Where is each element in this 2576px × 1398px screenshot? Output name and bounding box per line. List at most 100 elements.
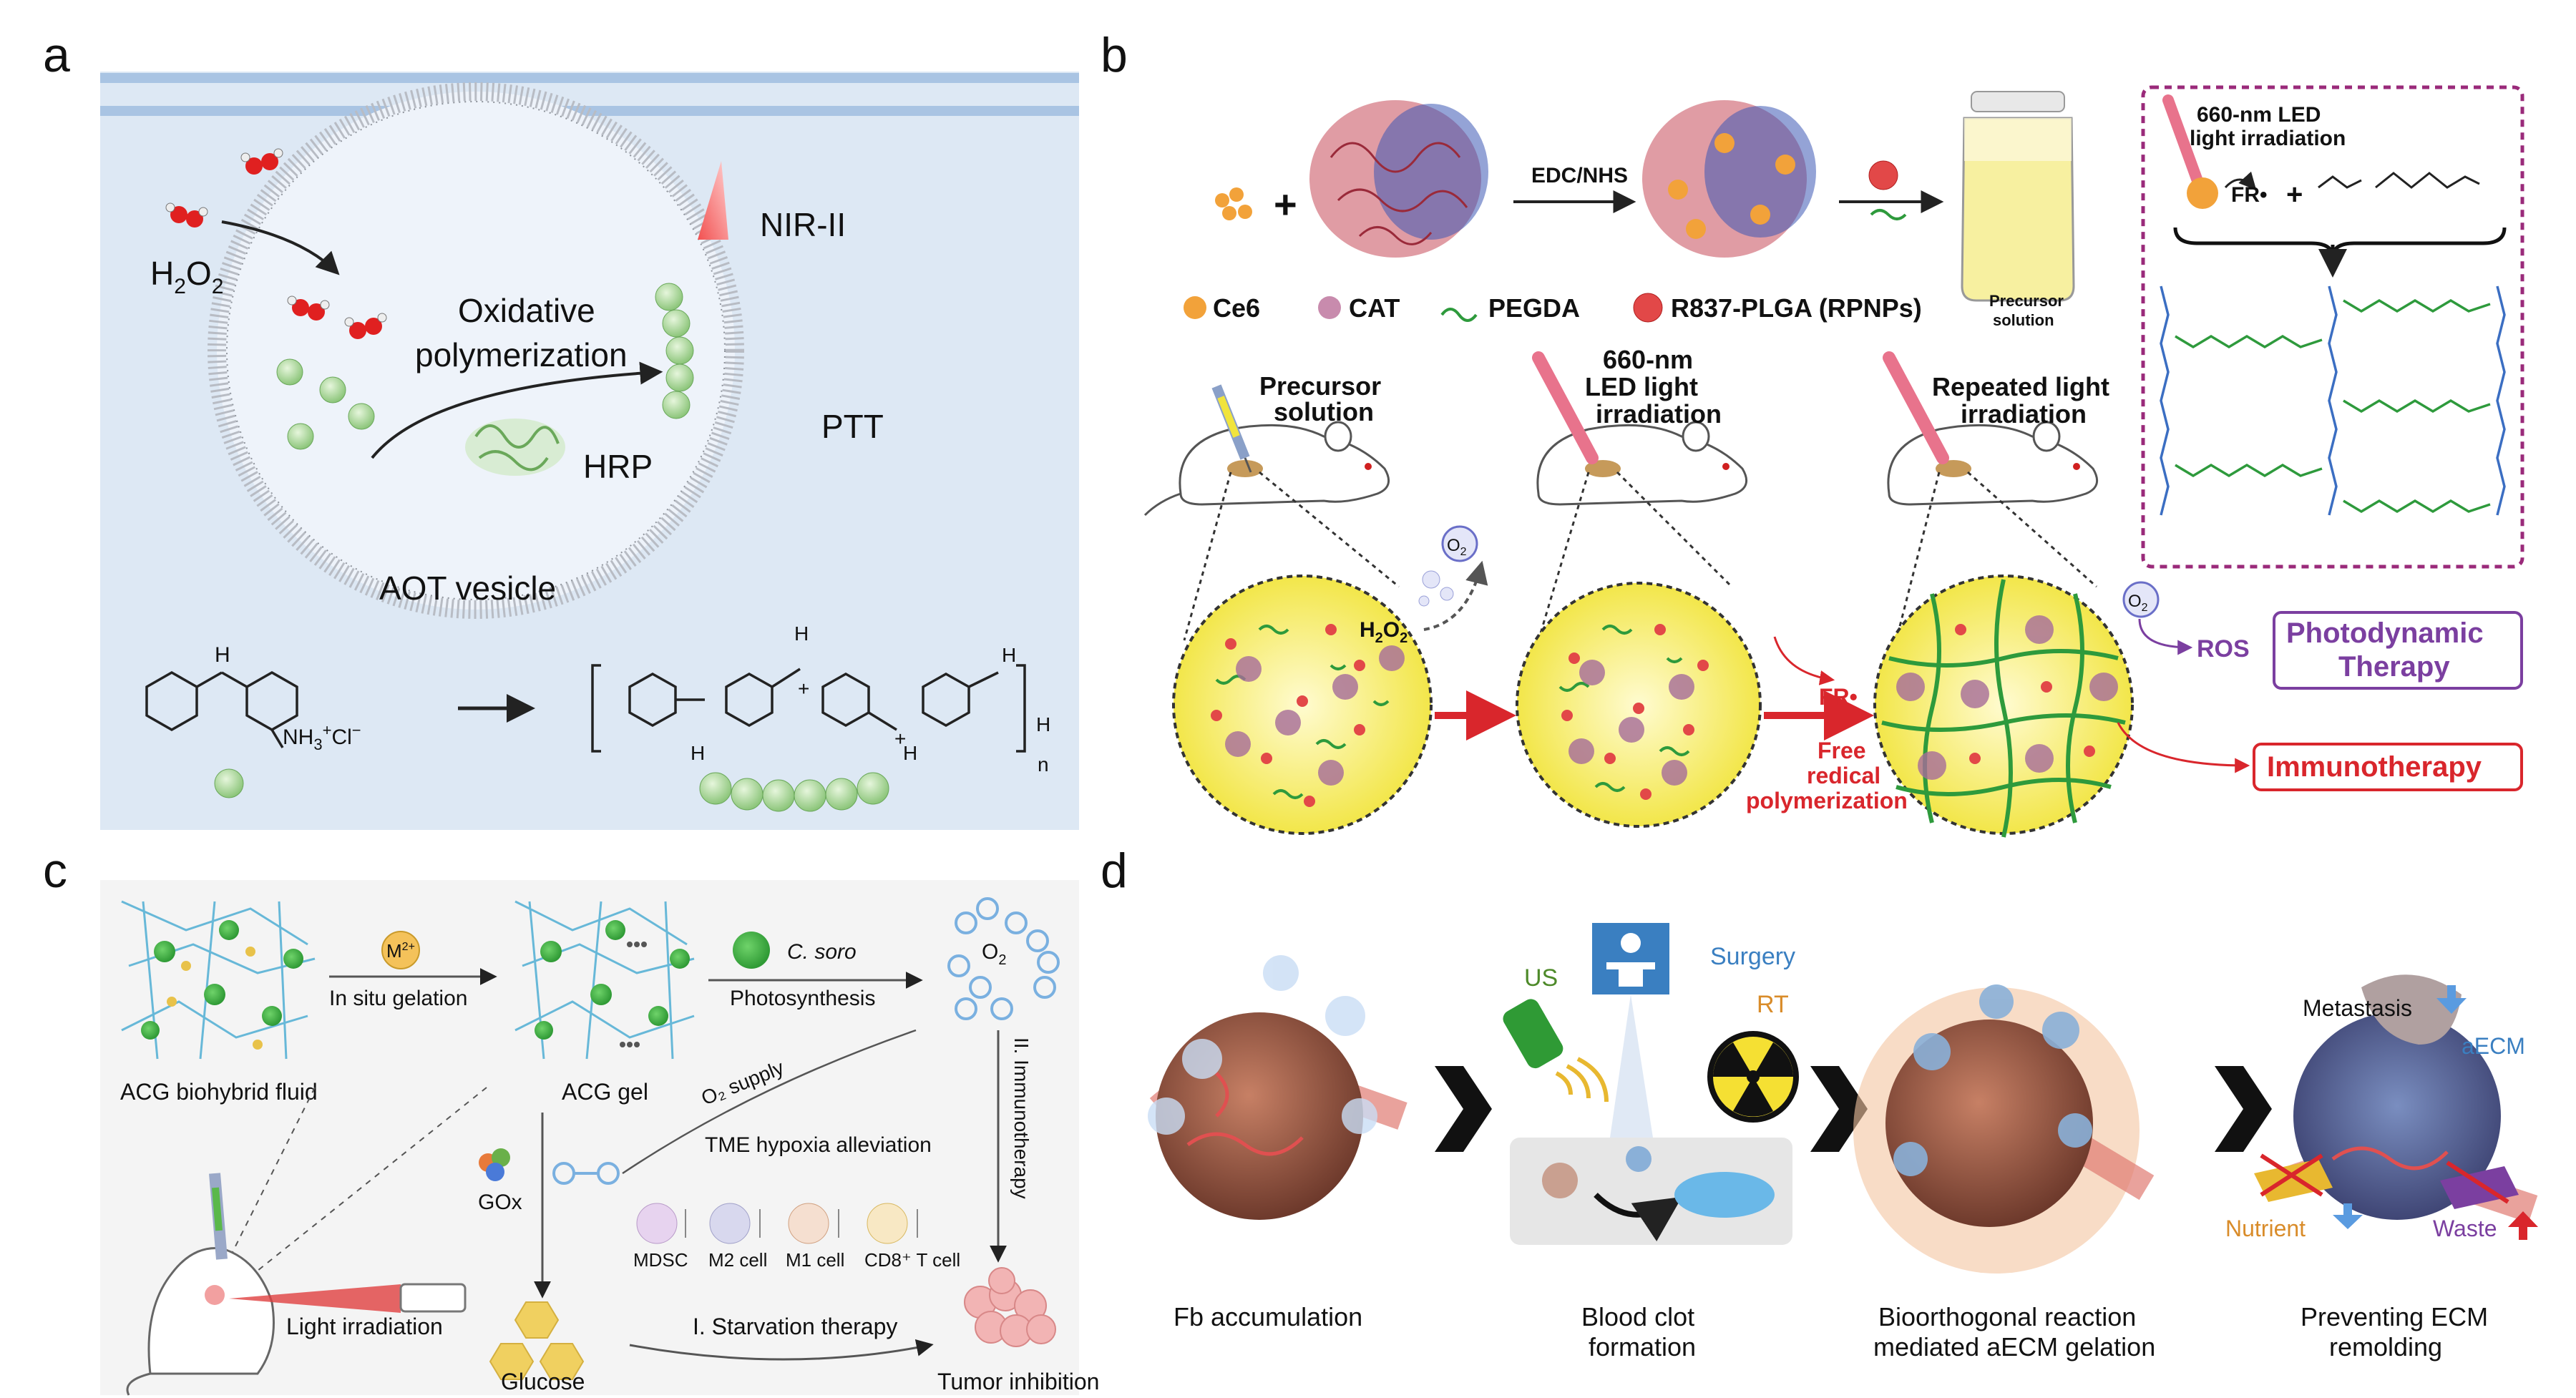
monomer-structure	[145, 670, 298, 748]
o2-label-2: O2	[2128, 592, 2148, 614]
circle-2-contents	[1558, 624, 1709, 800]
circle-3-contents	[1881, 579, 2126, 838]
starvation-label: I. Starvation therapy	[693, 1314, 897, 1339]
pegda-icon-top	[1870, 209, 1907, 220]
pdt-label-1: Photodynamic	[2286, 617, 2484, 649]
free-label-1: Free	[1818, 738, 1866, 763]
gox-label: GOx	[478, 1191, 522, 1214]
o2-label-c: O2	[982, 940, 1006, 968]
polymer-h1: H	[794, 622, 809, 645]
mouse1-label-1: Precursor	[1259, 371, 1381, 401]
mouse-3	[1887, 421, 2099, 506]
radiation-icon	[1707, 1031, 1799, 1123]
h2o2-molecules	[165, 148, 387, 339]
polyaniline-structure	[591, 664, 1026, 753]
surgery-icon	[1606, 933, 1655, 987]
o2-label: O2	[1447, 536, 1467, 558]
syringe-c	[209, 1173, 228, 1260]
stage-1-tumor	[1148, 955, 1407, 1220]
polymer-h2: H	[903, 742, 917, 764]
caption-2-1: Blood clot	[1581, 1302, 1694, 1331]
gox-icon	[479, 1148, 510, 1181]
legend-rpnp-label: R837-PLGA (RPNPs)	[1671, 293, 1922, 323]
nutrient-label: Nutrient	[2225, 1216, 2306, 1241]
immuno-arrow	[2117, 722, 2250, 773]
monomer-salt-label: NH3+Cl−	[283, 721, 361, 753]
clot-box	[1510, 1138, 1792, 1245]
panel-d: d Fb accumulation Surgery US RT	[1101, 844, 2538, 1362]
caption-3-1: Bioorthogonal reaction	[1878, 1302, 2136, 1331]
c-soro-label: C. soro	[787, 940, 857, 964]
chevron-1	[1435, 1066, 1492, 1152]
syringe	[1211, 384, 1252, 473]
panel-b-letter: b	[1101, 28, 1128, 82]
metastasis-label: Metastasis	[2303, 995, 2412, 1021]
mdsc-label: MDSC	[633, 1249, 688, 1271]
membrane-line-top	[100, 73, 1079, 83]
us-probe	[1503, 999, 1609, 1103]
small-bubbles	[1418, 570, 1454, 607]
m1cell-label: M1 cell	[786, 1249, 844, 1271]
box-fr: FR•	[2231, 183, 2268, 207]
ros-arrow	[2138, 618, 2193, 655]
stage-3-tumor	[1853, 984, 2155, 1274]
light-source	[399, 1283, 467, 1313]
polymer-h4: H	[1002, 644, 1016, 666]
glucose-label: Glucose	[501, 1369, 585, 1394]
o2-pill	[552, 1162, 620, 1185]
legend-ce6-label: Ce6	[1213, 293, 1260, 323]
free-label-3: polymerization	[1746, 788, 1908, 813]
caption-4-1: Preventing ECM	[2301, 1302, 2488, 1331]
vesicle-inner-ring	[226, 101, 726, 600]
mouse3-label-1: Repeated light	[1932, 372, 2109, 401]
immuno-label: Immunotherapy	[2267, 751, 2482, 783]
photosynthesis-label: Photosynthesis	[730, 987, 875, 1010]
acg-fluid-label: ACG biohybrid fluid	[120, 1079, 318, 1105]
pdt-label-2: Therapy	[2338, 651, 2450, 683]
jar-label-2: solution	[1993, 311, 2054, 329]
polymer-h3: H	[691, 742, 705, 764]
panel-a-letter: a	[43, 28, 70, 82]
monomer-bead-symbol	[214, 768, 244, 798]
o2-bubble-2	[2122, 581, 2160, 618]
caption-3-2: mediated aECM gelation	[1873, 1332, 2155, 1362]
monomer-h: H	[215, 643, 230, 667]
nir-beam	[698, 161, 728, 240]
mouse-2	[1536, 421, 1748, 506]
waste-label: Waste	[2433, 1216, 2497, 1241]
tumor-cluster	[964, 1267, 1056, 1347]
nutrient-block	[2254, 1153, 2333, 1202]
oxidative-label-2: polymerization	[415, 336, 628, 373]
led-fiber	[2162, 94, 2202, 185]
mouse2-label-1: 660-nm	[1603, 345, 1693, 374]
polymer-n: n	[1038, 753, 1049, 776]
pdt-box	[2273, 611, 2523, 690]
cat-protein-2	[1642, 100, 1816, 258]
box-plus: +	[2286, 179, 2303, 210]
h2o2-label-b: H2O2	[1360, 618, 1407, 646]
surgery-beam	[1610, 994, 1653, 1138]
h2o2-entry-arrow	[221, 220, 340, 275]
c-zoom-line-2	[235, 1087, 487, 1289]
o2-molecules-c	[947, 897, 1060, 1020]
legend-cat-icon	[1318, 296, 1341, 319]
o2-release-arrow	[1423, 560, 1488, 631]
cd8-label: CD8⁺ T cell	[864, 1249, 960, 1271]
polymerization-box	[2141, 85, 2524, 569]
box-led-1: 660-nm LED	[2197, 103, 2321, 127]
led-probe-3	[1883, 351, 1949, 464]
chevron-3	[2215, 1066, 2272, 1152]
pegda-monomer	[2318, 172, 2480, 189]
hrp-label: HRP	[583, 448, 653, 485]
brace	[2173, 227, 2507, 258]
oxidative-label-1: Oxidative	[458, 292, 595, 329]
edc-label: EDC/NHS	[1531, 164, 1628, 187]
cat-protein-1	[1309, 100, 1488, 258]
h2o2-label: H2O2	[150, 255, 223, 298]
nir-label: NIR-II	[760, 206, 846, 243]
light-beam	[229, 1284, 401, 1313]
waste-up-arrow	[2508, 1211, 2538, 1240]
ce6-cluster	[1215, 187, 1252, 220]
